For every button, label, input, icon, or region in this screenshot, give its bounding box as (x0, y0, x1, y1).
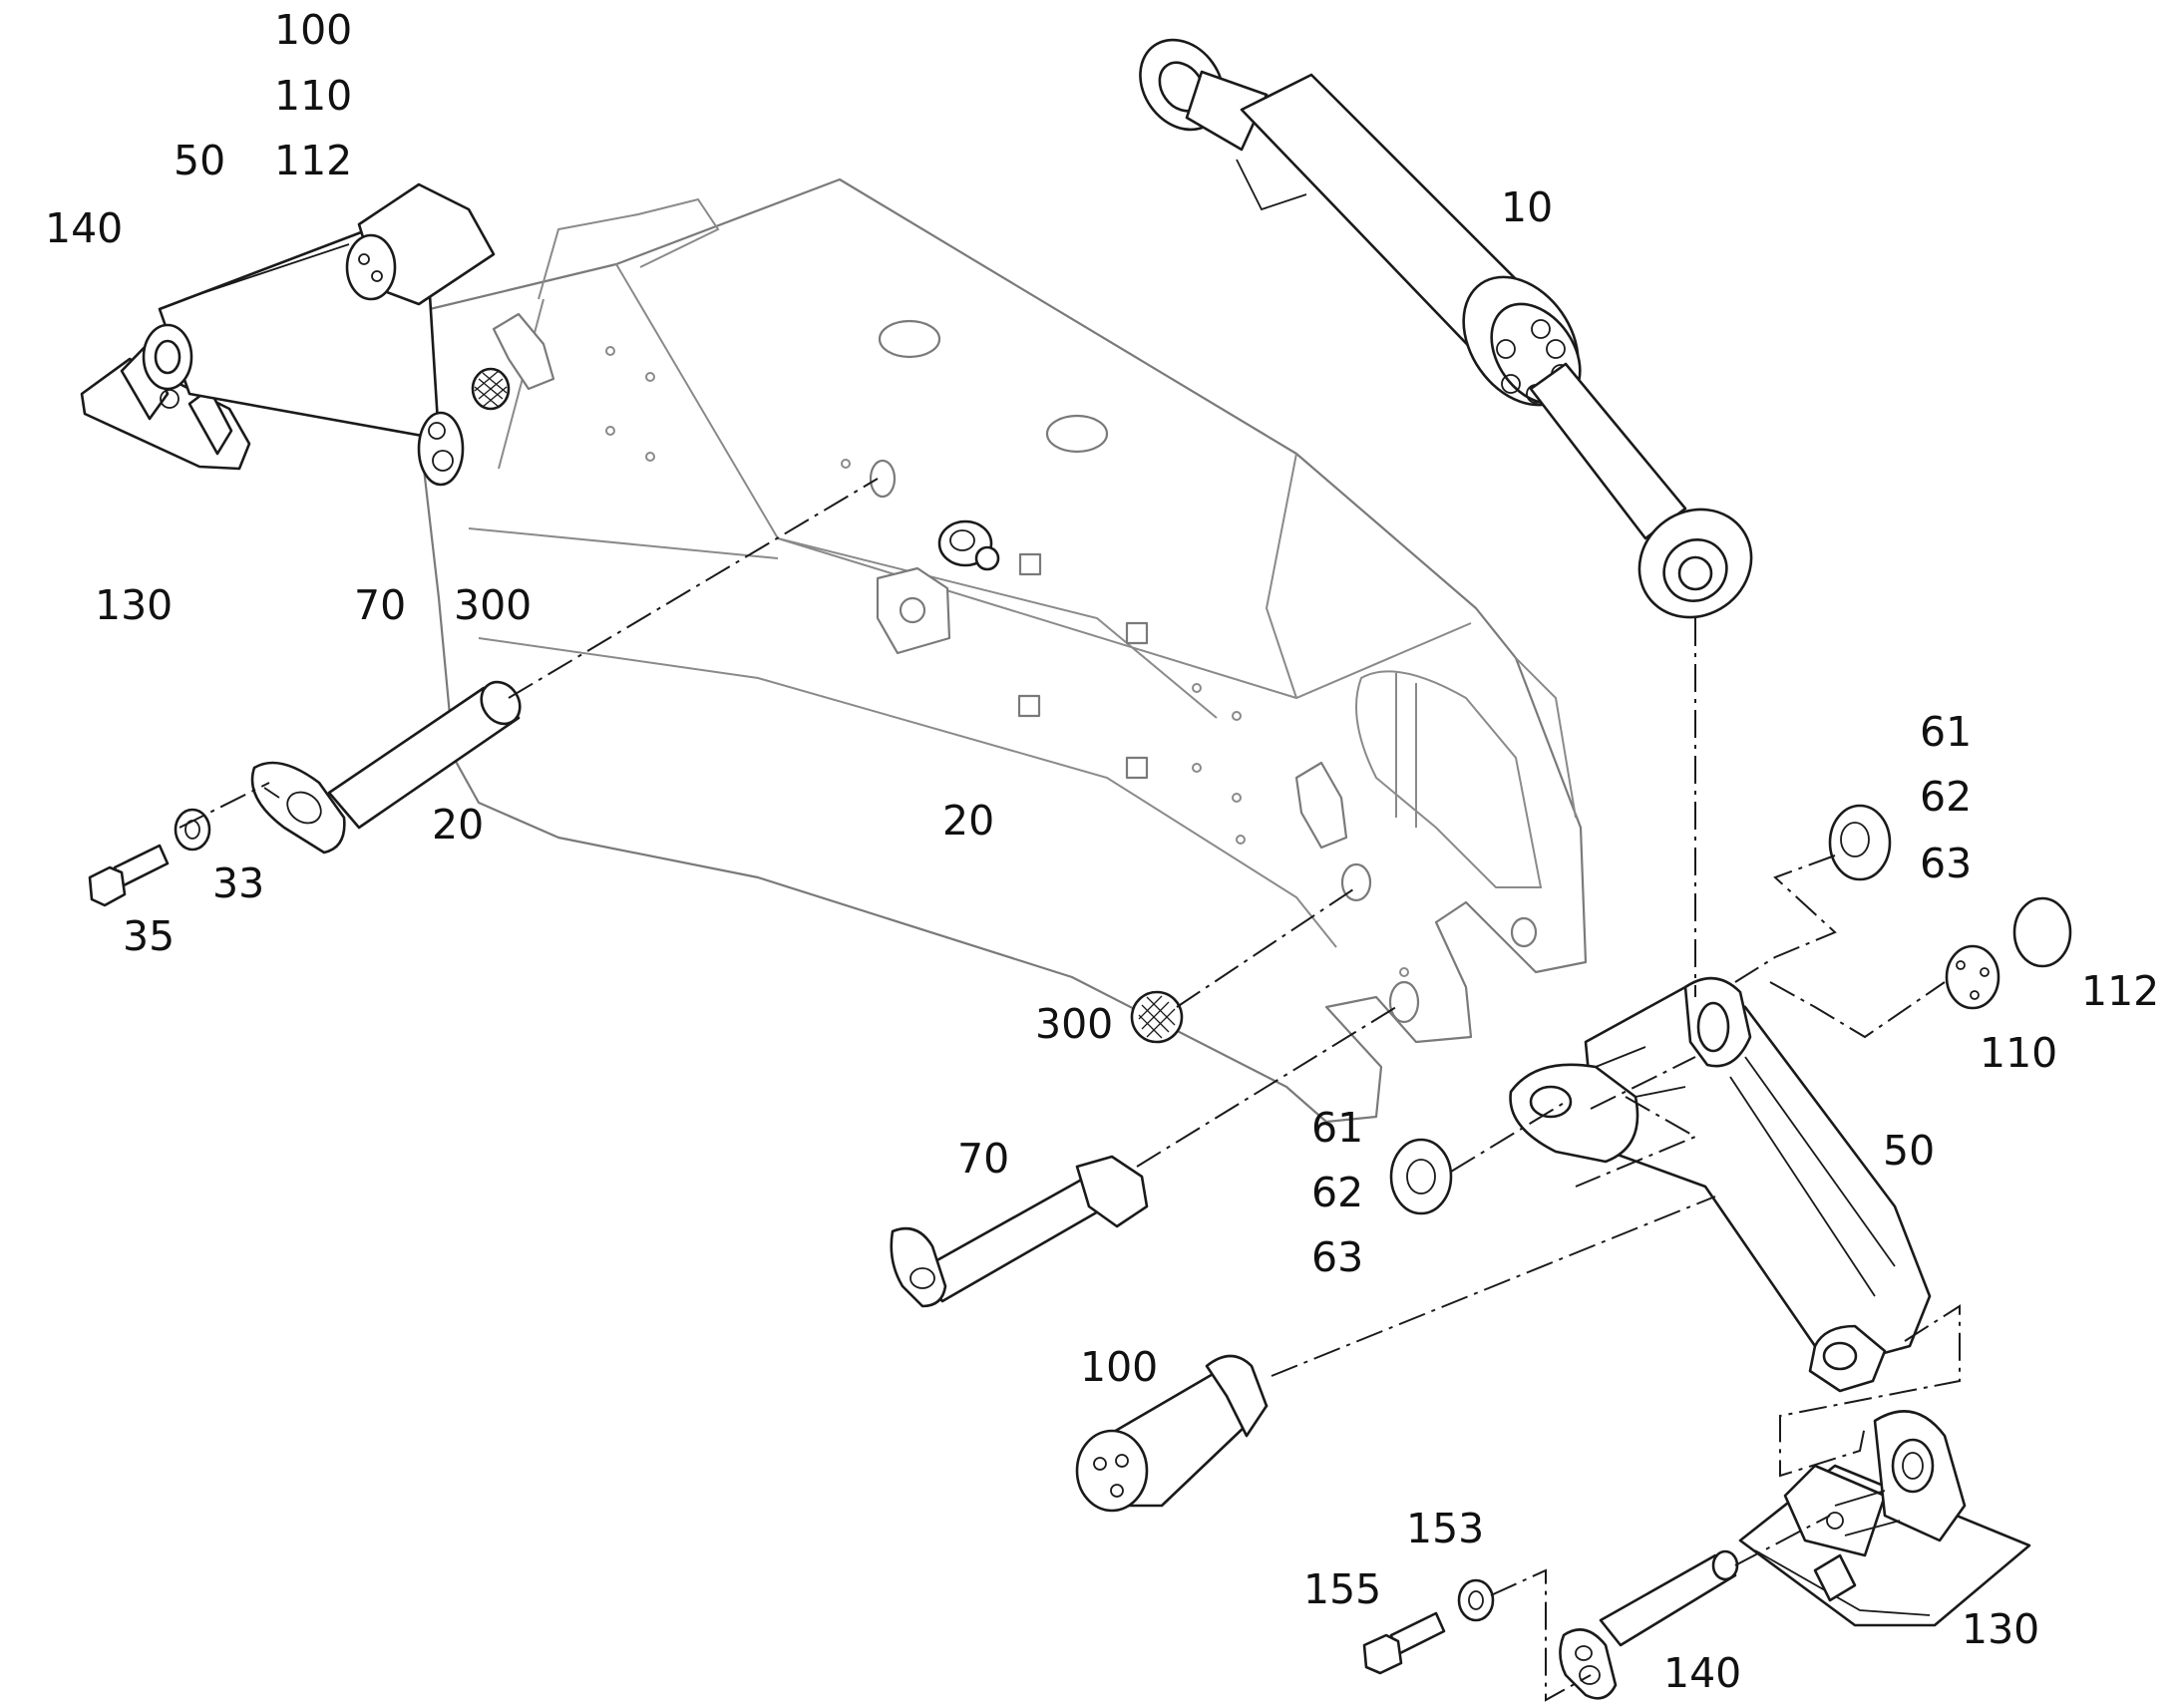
callout-130-bottom: 130 (1962, 1605, 2039, 1653)
washer-61-62-63-mid (1389, 1138, 1453, 1215)
callout-33: 33 (212, 859, 264, 907)
bracket-130 (1738, 1410, 2031, 1627)
bolt-155 (1362, 1611, 1446, 1675)
callout-10: 10 (1501, 183, 1553, 231)
link-50 (1509, 976, 1932, 1393)
callout-100-top: 100 (274, 6, 352, 54)
callout-61-top: 61 (1920, 708, 1972, 756)
callout-110-right: 110 (1980, 1029, 2057, 1077)
callout-300-top: 300 (454, 581, 532, 629)
boom-assembly (407, 177, 1588, 1124)
callout-153: 153 (1406, 1505, 1484, 1552)
callout-300-mid: 300 (1035, 1000, 1113, 1048)
pin-140 (1559, 1549, 1739, 1700)
callout-61-mid: 61 (1311, 1104, 1363, 1152)
plate-112 (2012, 896, 2072, 968)
plate-110 (1945, 944, 2000, 1010)
callout-50-right: 50 (1883, 1127, 1935, 1175)
callout-70-top: 70 (354, 581, 406, 629)
callout-140-top: 140 (45, 204, 123, 252)
callout-110-top: 110 (274, 72, 352, 120)
callout-70-mid: 70 (957, 1135, 1009, 1183)
callout-140-bottom: 140 (1663, 1649, 1741, 1697)
pin-20-left (250, 680, 522, 854)
pin-70 (890, 1155, 1149, 1308)
callout-63-top: 63 (1920, 840, 1972, 887)
callout-112-right: 112 (2081, 967, 2159, 1015)
callout-35: 35 (123, 912, 175, 960)
callout-50-top: 50 (174, 137, 225, 184)
callout-155: 155 (1303, 1565, 1381, 1613)
callout-100-mid: 100 (1080, 1343, 1158, 1391)
callout-62-top: 62 (1920, 773, 1972, 821)
callout-112-top: 112 (274, 137, 352, 184)
bushing-300 (1130, 990, 1184, 1044)
callout-labels: 100 110 112 50 140 130 70 300 10 20 20 3… (45, 6, 2159, 1697)
assembly-lines (179, 478, 1961, 1702)
washer-33 (174, 808, 211, 852)
hydraulic-cylinder-10 (1139, 38, 1753, 619)
bolt-35 (88, 844, 170, 907)
callout-20-left: 20 (432, 801, 484, 849)
linkage-overview-assembly (80, 182, 511, 487)
callout-62-mid: 62 (1311, 1169, 1363, 1216)
washer-153 (1457, 1578, 1495, 1622)
washer-61-62-63-top (1828, 804, 1892, 881)
pin-20-mid (937, 519, 1000, 571)
callout-63-mid: 63 (1311, 1233, 1363, 1281)
callout-20-mid: 20 (942, 797, 994, 845)
pin-100 (1075, 1354, 1269, 1513)
callout-130-top: 130 (95, 581, 173, 629)
